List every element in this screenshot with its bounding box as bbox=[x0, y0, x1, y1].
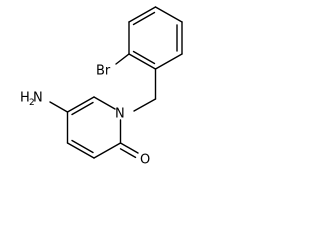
benzene-bond-1 bbox=[154, 6, 183, 23]
carbonyl-bond-inner bbox=[119, 148, 137, 159]
benzene-bond-3 bbox=[154, 53, 183, 70]
amine-hydrogen-label: H bbox=[20, 91, 30, 106]
bromophenyl-ring bbox=[128, 6, 183, 70]
carbonyl-bond-outer bbox=[119, 142, 139, 154]
ring-n-c6-bond bbox=[93, 96, 116, 110]
benzene-bond-6 bbox=[128, 6, 157, 23]
chemical-structure-diagram: Br N H N O 2 bbox=[20, 6, 183, 168]
benzyl-bond-2 bbox=[133, 98, 157, 112]
carbon-bromine-bond bbox=[115, 53, 130, 65]
ring-c3-c2-bond bbox=[93, 142, 122, 159]
carbon-amine-bond bbox=[49, 101, 69, 113]
pyridinone-ring bbox=[66, 96, 122, 159]
ring-c4-c3-bond-inner bbox=[71, 139, 94, 154]
ring-c6-c5-bond bbox=[66, 96, 95, 113]
carbonyl-oxygen-label: O bbox=[140, 153, 150, 168]
amine-nitrogen-label: N bbox=[33, 91, 43, 106]
benzene-bond-4 bbox=[128, 53, 157, 70]
ring-nitrogen-label: N bbox=[115, 107, 125, 122]
ring-c6-c5-bond-inner bbox=[71, 101, 94, 116]
amine-subscript-2: 2 bbox=[29, 98, 35, 108]
ring-c4-c3-bond bbox=[66, 142, 95, 159]
bromine-atom-label: Br bbox=[96, 64, 111, 79]
benzene-bond-4-inner bbox=[132, 50, 156, 65]
benzene-bond-6-inner bbox=[132, 11, 156, 26]
